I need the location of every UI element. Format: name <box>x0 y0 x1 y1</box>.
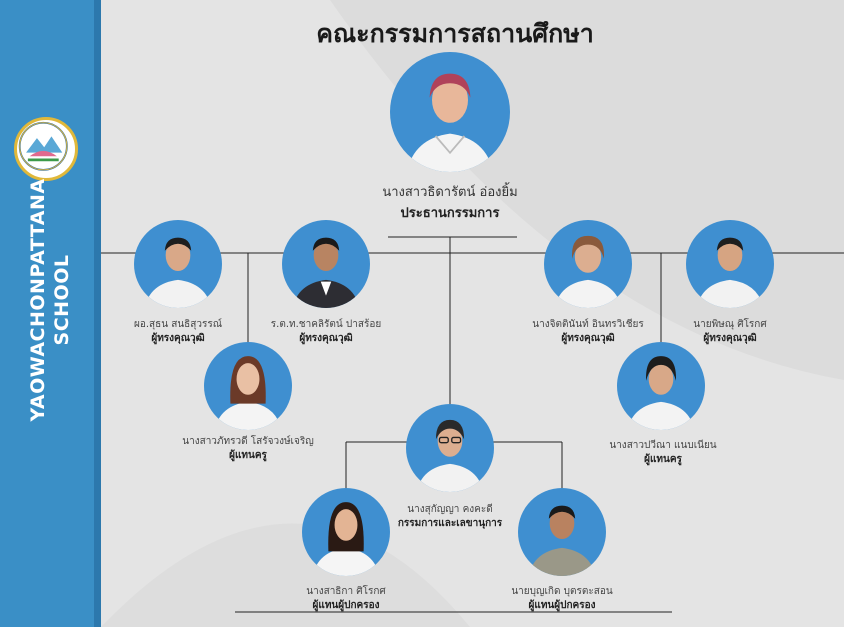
chair-photo <box>390 52 510 172</box>
member-photo <box>617 342 705 430</box>
member-role: ผู้ทรงคุณวุฒิ <box>561 333 615 344</box>
sidebar-edge <box>94 0 101 627</box>
member-photo <box>518 488 606 576</box>
member-role: ผู้แทนครู <box>229 450 267 461</box>
member-photo <box>686 220 774 308</box>
sidebar <box>0 0 101 627</box>
member-name: นางสาวภัทรวดี โสรัจวงษ์เจริญ <box>182 436 314 447</box>
member-photo <box>302 488 390 576</box>
member-role: ผู้ทรงคุณวุฒิ <box>299 333 353 344</box>
school-emblem-icon <box>14 117 78 181</box>
member-role: ผู้แทนครู <box>644 454 682 465</box>
member-name: ร.ต.ท.ชาคลิรัตน์ ปาสร้อย <box>270 319 382 330</box>
member-name: ผอ.สุธน สนธิสุวรรณ์ <box>133 319 223 330</box>
member-role: ผู้ทรงคุณวุฒิ <box>151 333 205 344</box>
member-photo <box>544 220 632 308</box>
member-role: กรรมการและเลขานุการ <box>397 518 503 529</box>
member-photo <box>134 220 222 308</box>
member-name: นางสุกัญญา คงคะดี <box>407 504 493 515</box>
member-photo <box>204 342 292 430</box>
member-name: นางสาธิกา ศิโรกศ <box>306 586 386 597</box>
member-name: นายพิษณุ ศิโรกศ <box>693 319 767 330</box>
page-title: คณะกรรมการสถานศึกษา <box>316 19 594 48</box>
chair-role: ประธานกรรมการ <box>400 206 500 221</box>
chair-name: นางสาวธิดารัตน์ อ่องยิ้ม <box>382 185 518 200</box>
member-role: ผู้แทนผู้ปกครอง <box>528 600 596 611</box>
member-role: ผู้แทนผู้ปกครอง <box>312 600 380 611</box>
member-name: นางสาวปวีณา แนบเนียน <box>609 440 717 451</box>
member-photo <box>406 404 494 492</box>
member-name: นายบุญเกิด บุตรตะสอน <box>511 586 613 597</box>
member-photo <box>282 220 370 308</box>
member-name: นางจิตตินันท์ อินทรวิเชียร <box>532 319 644 330</box>
member-role: ผู้ทรงคุณวุฒิ <box>703 333 757 344</box>
